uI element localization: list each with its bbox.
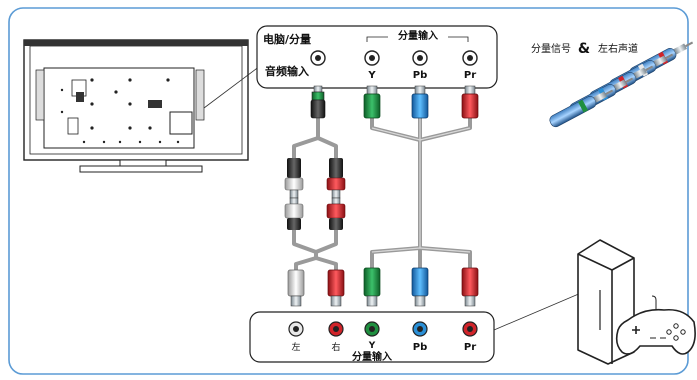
tv-component-in-label: 分量输入: [398, 29, 438, 42]
svg-text:Y: Y: [367, 70, 376, 81]
tv-pointer-line: [203, 65, 261, 109]
audio-minijack-plug: [310, 85, 326, 119]
tv-plug-y: [363, 85, 381, 119]
tv-audio-in-label: 音频输入: [265, 64, 309, 78]
tv-jack-y: Y: [364, 50, 380, 81]
legend-component-label: 分量信号: [531, 43, 571, 55]
device-pointer-line: [493, 289, 589, 331]
tv-input-panel: 电脑/分量 音频输入 分量输入 Y Pb Pr: [256, 25, 498, 89]
svg-text:左: 左: [291, 341, 300, 353]
tv-jack-pr: Pr: [462, 50, 478, 81]
tv-audio-jack: [310, 50, 326, 66]
svg-text:Y: Y: [368, 341, 376, 351]
device-jack-y: Y: [364, 321, 380, 351]
device-plug-white: [287, 269, 305, 307]
tv-back-illustration: [23, 39, 249, 173]
device-jack-right: 右: [328, 321, 344, 353]
device-output-panel: 左 右 Y Pb Pr 分量输入: [249, 311, 495, 363]
svg-text:Pb: Pb: [413, 70, 428, 81]
audio-coupler-red: [326, 158, 346, 230]
device-plug-pb: [411, 267, 429, 307]
audio-coupler-white: [284, 158, 304, 230]
device-plug-y: [363, 267, 381, 307]
device-plug-red: [327, 269, 345, 307]
device-jack-left: 左: [288, 321, 304, 353]
svg-text:Pr: Pr: [464, 342, 476, 353]
tv-plug-pb: [411, 85, 429, 119]
device-jack-pb: Pb: [412, 321, 428, 353]
svg-text:右: 右: [331, 341, 340, 353]
legend-lr-label: 左右声道: [598, 42, 638, 55]
tv-plug-pr: [461, 85, 479, 119]
tv-jack-pb: Pb: [412, 50, 428, 81]
tv-pc-component-label: 电脑/分量: [263, 32, 311, 46]
device-jack-pr: Pr: [462, 321, 478, 353]
game-controller-icon: [615, 295, 696, 355]
legend: 分量信号 & 左右声道: [531, 41, 638, 57]
svg-text:Pr: Pr: [464, 70, 476, 81]
rca-cables-illustration: [549, 41, 694, 128]
svg-text:Pb: Pb: [413, 342, 428, 353]
device-plug-pr: [461, 267, 479, 307]
legend-amp: &: [578, 41, 590, 57]
device-component-in-label: 分量输入: [352, 350, 392, 363]
